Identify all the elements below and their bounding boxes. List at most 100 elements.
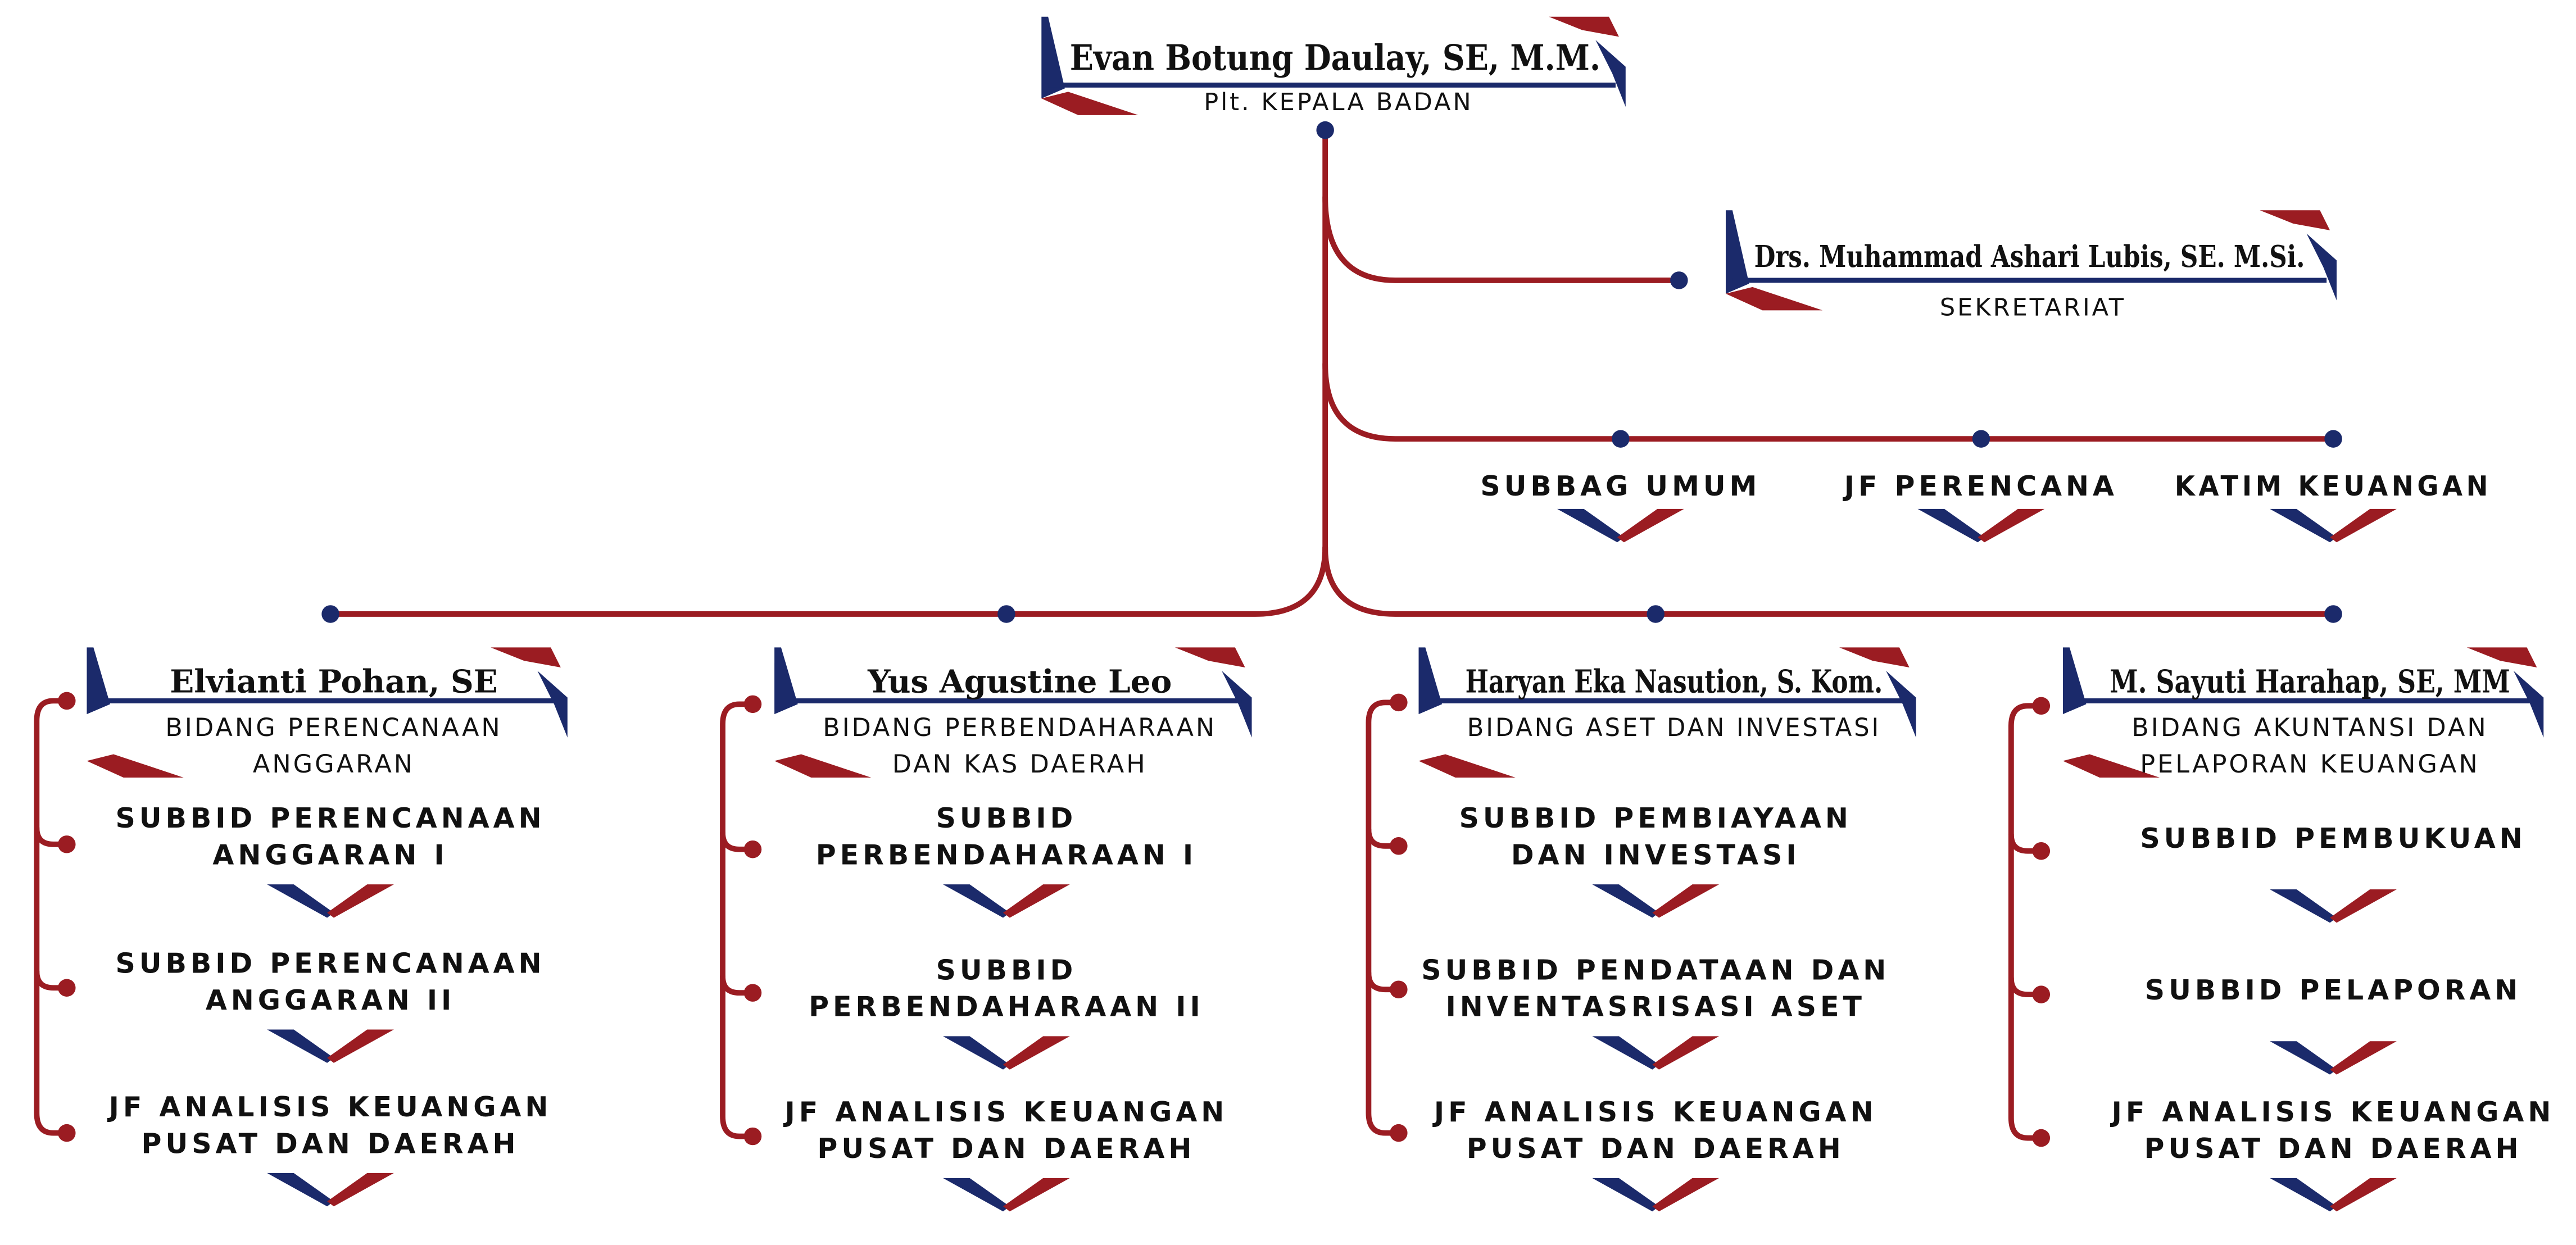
division-1-subunit-1-chevron-navy [267, 884, 334, 918]
division-1-bracket-tick-2 [34, 968, 70, 991]
division-1-subunit-2-chevron-navy [267, 1029, 334, 1063]
division-3-subunit-2-chevron-navy [1592, 1036, 1659, 1070]
staff-dot-3 [2324, 430, 2342, 448]
secretariat-plate-red-top [2260, 210, 2330, 230]
division-3-subunit-1-chevron-navy [1592, 884, 1659, 918]
division-1-bracket-dot-3 [58, 979, 76, 997]
division-3-subunit-1-line-2: DAN INVESTASI [1511, 839, 1801, 871]
head-plate-navy-right [1595, 40, 1626, 107]
division-1-plate-navy-right [537, 670, 568, 738]
division-4-bracket-tick-1 [2008, 831, 2044, 854]
staff-dot-1 [1612, 430, 1630, 448]
division-4-subunit-3-chevron-navy [2270, 1178, 2337, 1212]
secretariat-plate-red-bottom [1725, 287, 1823, 311]
division-4-subunit-1-chevron-navy [2270, 889, 2337, 923]
division-1-subunit-1-chevron-red [327, 884, 394, 918]
secretariat-role: SEKRETARIAT [1940, 293, 2126, 321]
division-4-subunit-2-line-1: SUBBID PELAPORAN [2145, 974, 2522, 1006]
division-4-bracket-dot-1 [2032, 697, 2051, 715]
division-1-bracket-dot-2 [58, 835, 76, 853]
division-4-role-line-2: PELAPORAN KEUANGAN [2140, 749, 2479, 779]
division-3-subunit-3-line-2: PUSAT DAN DAERAH [1467, 1133, 1845, 1165]
division-2-subunit-1-chevron-red [1003, 884, 1070, 918]
division-2-bracket [720, 701, 756, 1139]
head-plate-red-top [1549, 16, 1619, 37]
division-3-subunit-3-chevron-red [1652, 1178, 1720, 1212]
division-4-bracket-dot-3 [2032, 985, 2051, 1003]
division-1-subunit-1-line-2: ANGGARAN I [212, 839, 448, 871]
division-3-subunit-2-chevron-red [1652, 1036, 1720, 1070]
division-2-subunit-1-line-1: SUBBID [936, 802, 1077, 834]
division-1-top-dot [321, 605, 339, 623]
division-1-subunit-3-chevron-navy [267, 1173, 334, 1207]
division-1-role-line-1: BIDANG PERENCANAAN [165, 713, 502, 742]
division-3-subunit-1-chevron-red [1652, 884, 1720, 918]
secretariat-plate-navy-left [1725, 210, 1749, 294]
division-4-subunit-3-chevron-red [2330, 1178, 2397, 1212]
division-4-subunit-2-chevron-navy [2270, 1041, 2337, 1075]
division-2-bracket-tick-2 [720, 973, 756, 996]
division-1-subunit-2-line-2: ANGGARAN II [206, 984, 455, 1016]
head-role: Plt. KEPALA BADAN [1204, 88, 1473, 116]
division-2-bracket-dot-2 [743, 840, 762, 858]
division-3-subunit-3-chevron-navy [1592, 1178, 1659, 1212]
secretariat-branch [1322, 194, 1682, 283]
division-1-plate-red-top [491, 647, 561, 667]
division-3-role-line-1: BIDANG ASET DAN INVESTASI [1467, 713, 1881, 742]
division-2-top-dot [997, 605, 1015, 623]
division-4-bracket-dot-2 [2032, 842, 2051, 860]
secretariat-dot [1670, 271, 1688, 289]
division-2-subunit-1-chevron-navy [943, 884, 1010, 918]
division-2-bracket-dot-4 [743, 1127, 762, 1146]
division-4-plate-red-top [2466, 647, 2537, 667]
division-4-name: M. Sayuti Harahap, SE, MM [2110, 664, 2510, 701]
division-2-subunit-3-chevron-navy [943, 1178, 1010, 1212]
division-2-plate-navy-left [774, 647, 798, 715]
division-4-bracket [2008, 703, 2044, 1141]
division-4-top-dot [2324, 605, 2342, 623]
division-branch-left [328, 544, 1328, 617]
division-2-subunit-2-chevron-navy [943, 1036, 1010, 1070]
division-1-bracket [34, 698, 70, 1136]
division-2-name: Yus Agustine Leo [867, 664, 1172, 701]
staff-chevron-3-navy [2270, 508, 2337, 543]
division-2-subunit-3-line-1: JF ANALISIS KEUANGAN [783, 1096, 1228, 1128]
division-3-bracket-dot-1 [1390, 693, 1408, 712]
staff-chevron-2-navy [1917, 508, 1985, 543]
staff-unit-1: SUBBAG UMUM [1480, 470, 1761, 502]
division-1-role-line-2: ANGGARAN [253, 749, 415, 779]
division-2-role-line-1: BIDANG PERBENDAHARAAN [823, 714, 1217, 742]
head-dot [1316, 121, 1334, 139]
division-3-plate-red-top [1839, 647, 1910, 667]
division-4-subunit-2-chevron-red [2330, 1041, 2397, 1075]
division-3-plate-navy-right [1886, 670, 1916, 738]
division-4-subunit-3-line-2: PUSAT DAN DAERAH [2144, 1133, 2523, 1165]
division-3-subunit-2-line-2: INVENTASRISASI ASET [1446, 991, 1866, 1023]
connector-lines [34, 127, 2336, 1141]
division-3-top-dot [1647, 605, 1665, 623]
division-2-plate-navy-right [1222, 670, 1252, 738]
division-3-bracket-dot-4 [1390, 1124, 1408, 1142]
division-2-subunit-3-line-2: PUSAT DAN DAERAH [817, 1133, 1195, 1165]
division-2-plate-red-top [1174, 647, 1245, 667]
head-plate-red-bottom [1041, 92, 1139, 115]
division-4-subunit-1-chevron-red [2330, 889, 2397, 923]
staff-chevron-1-red [1617, 508, 1684, 543]
division-1-name: Elvianti Pohan, SE [170, 664, 498, 701]
division-2-subunit-2-line-2: PERBENDAHARAAN II [809, 991, 1204, 1023]
division-1-bracket-dot-4 [58, 1124, 76, 1142]
division-2-subunit-1-line-2: PERBENDAHARAAN I [816, 839, 1197, 871]
division-3-bracket-tick-1 [1366, 826, 1402, 849]
division-2-bracket-dot-1 [743, 695, 762, 714]
staff-unit-2: JF PERENCANA [1843, 470, 2118, 502]
staff-chevron-3-red [2330, 508, 2397, 543]
division-2-subunit-2-chevron-red [1003, 1036, 1070, 1070]
division-2-plate-red-bottom [774, 754, 872, 778]
division-4-bracket-tick-2 [2008, 975, 2044, 998]
division-2-bracket-dot-3 [743, 984, 762, 1002]
division-3-bracket-dot-3 [1390, 980, 1408, 998]
division-2-subunit-2-line-1: SUBBID [936, 954, 1077, 986]
head-name: Evan Botung Daulay, SE, M.M. [1070, 38, 1600, 79]
head-plate-navy-left [1041, 16, 1065, 99]
